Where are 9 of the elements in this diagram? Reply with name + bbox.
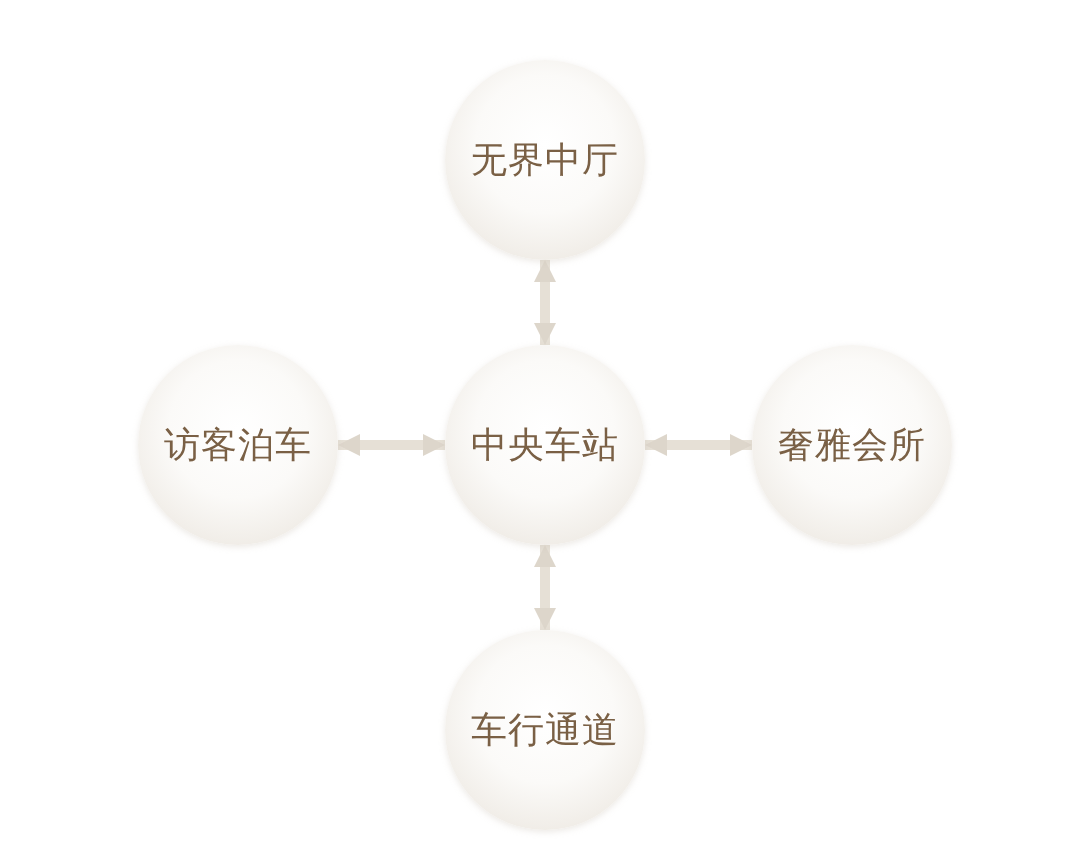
node-label: 访客泊车 [164,422,312,467]
node-label: 车行通道 [471,707,619,752]
double-arrow [534,260,556,345]
node-label: 无界中厅 [471,137,619,182]
double-arrow [534,545,556,630]
double-arrow [645,434,752,456]
double-arrow [338,434,445,456]
node-label: 中央车站 [471,422,619,467]
node-label: 奢雅会所 [778,422,926,467]
